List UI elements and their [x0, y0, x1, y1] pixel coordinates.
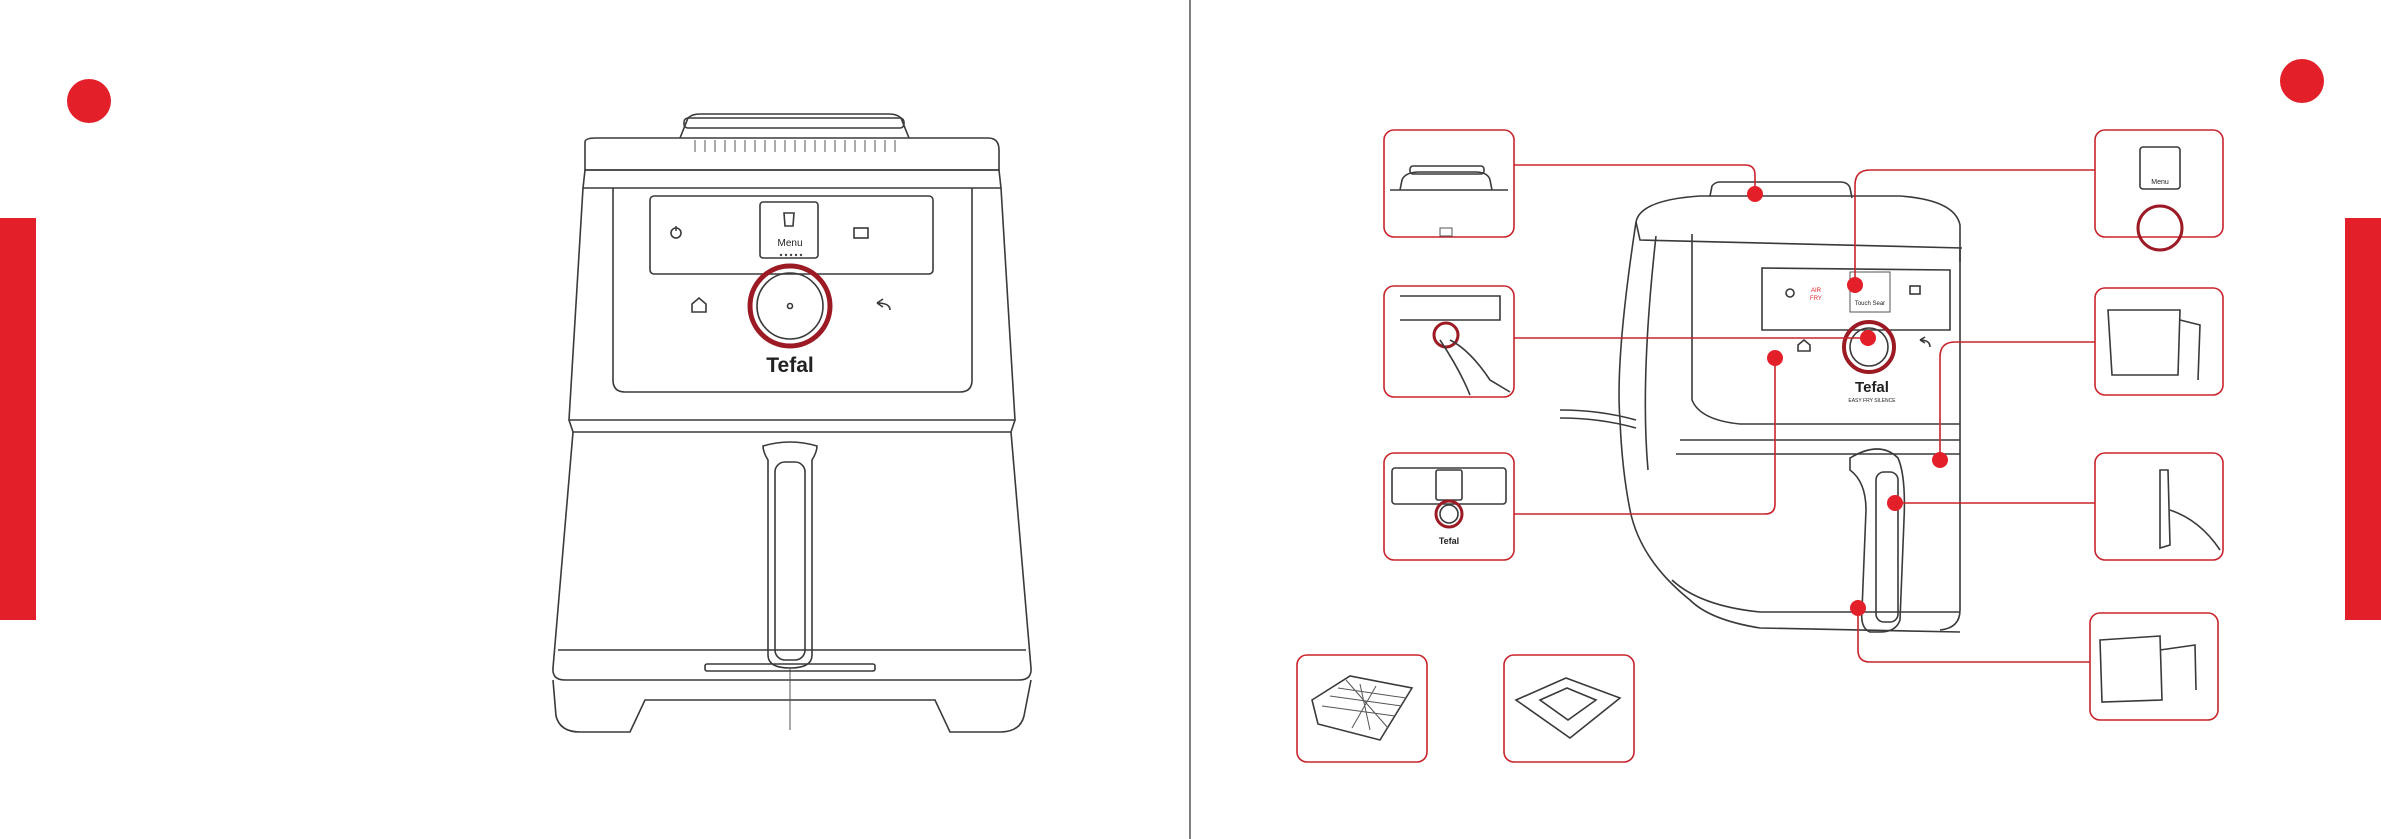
callout-dot-panel [1847, 277, 1863, 293]
side-tab-left [0, 218, 36, 620]
callout-dot-base [1850, 600, 1866, 616]
brand-logo-detail: Tefal [1439, 536, 1459, 546]
detail-box-handle [2095, 453, 2223, 560]
panel-menu-label: Menu [777, 238, 802, 249]
brand-logo-front: Tefal [766, 354, 813, 377]
detail-box-lid [1384, 130, 1514, 237]
detail-menu-label: Menu [2151, 179, 2169, 186]
callout-dot-basket [1932, 452, 1948, 468]
accessory-box-grill-plate [1297, 655, 1427, 762]
detail-box-basket-release [2090, 613, 2218, 720]
detail-box-basket [2095, 288, 2223, 395]
callout-dot-dial [1860, 330, 1876, 346]
air-fryer-perspective-view: Touch Sear AIR FRY Tefal EASY FRY SILENC… [1560, 182, 1962, 632]
brand-logo-perspective: Tefal [1855, 379, 1889, 396]
callout-dot-controls [1767, 350, 1783, 366]
page-marker-dot-left [67, 79, 111, 123]
panel-red-text-2: FRY [1810, 296, 1822, 302]
callout-dot-lid [1747, 186, 1763, 202]
callout-dot-handle [1887, 495, 1903, 511]
air-fryer-front-view: Menu Tefal [553, 114, 1031, 732]
side-tab-right [2345, 218, 2381, 620]
page-marker-dot-right [2280, 59, 2324, 103]
detail-box-menu-screen: Menu [2095, 130, 2223, 250]
tagline: EASY FRY SILENCE [1848, 398, 1896, 404]
panel-sub-label: Touch Sear [1855, 301, 1885, 307]
detail-box-panel: Tefal [1384, 453, 1514, 560]
accessory-box-baking-tray [1504, 655, 1634, 762]
panel-red-text-1: AIR [1811, 288, 1822, 294]
detail-box-dial-touch [1384, 286, 1514, 397]
